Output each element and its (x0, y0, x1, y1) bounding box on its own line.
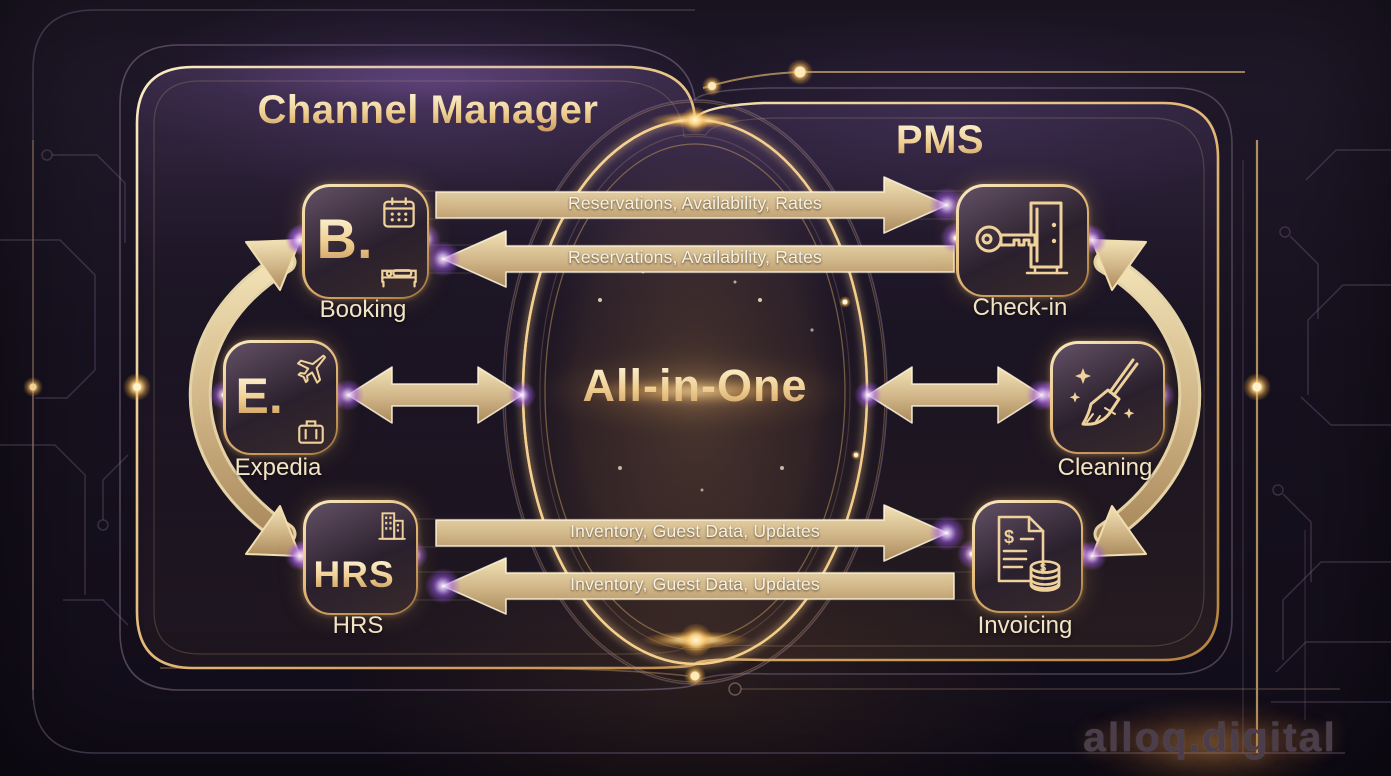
cycle-arrow-right (1091, 239, 1202, 557)
plane-icon (293, 350, 329, 386)
panel-sheen (170, 52, 1190, 668)
circuit-traces-left (0, 149, 129, 700)
arrow-bottom-to-cm (442, 557, 955, 615)
lens-sparkles (598, 270, 814, 492)
circuit-traces-right (1271, 149, 1391, 720)
booking-monogram: B. (316, 206, 373, 270)
checkin-label: Check-in (972, 294, 1068, 321)
bed-icon (379, 257, 419, 289)
arrow-bottom-to-pms (435, 504, 948, 562)
key-door-icon (969, 197, 1073, 281)
cleaning-label: Cleaning (1057, 454, 1153, 481)
invoice-icon: $ $ (987, 511, 1069, 597)
cycle-arrow-left (188, 239, 301, 557)
booking-tile: B. (302, 184, 429, 299)
suitcase-icon (295, 416, 327, 446)
cleaning-tile (1050, 341, 1165, 454)
hrs-monogram: HRS (313, 553, 395, 595)
arrow-top-to-pms (435, 176, 948, 234)
expedia-label: Expedia (234, 454, 322, 481)
arrow-top-to-cm (442, 230, 955, 288)
expedia-monogram: E. (235, 367, 283, 424)
channel-manager-title: Channel Manager (178, 88, 678, 133)
flow-label-top-to-cm: Reservations, Availability, Rates (568, 247, 822, 267)
gold-glow-dots (23, 59, 1271, 687)
outer-frame (32, 9, 1345, 754)
expedia-tile: E. (223, 340, 338, 455)
flow-arrows (347, 176, 1043, 615)
coins-icon: $ (1029, 559, 1060, 592)
invoicing-tile: $ $ (972, 500, 1083, 613)
hrs-tile: HRS (303, 500, 418, 615)
building-icon (374, 509, 408, 541)
invoice-dollar-glyph: $ (1004, 527, 1014, 547)
checkin-tile (956, 184, 1089, 297)
flow-label-bottom-to-cm: Inventory, Guest Data, Updates (570, 574, 820, 594)
calendar-icon (381, 195, 417, 231)
booking-label: Booking (319, 296, 407, 323)
flow-label-bottom-to-pms: Inventory, Guest Data, Updates (570, 521, 820, 541)
watermark: alloq.digital (1083, 714, 1337, 760)
pms-title: PMS (840, 118, 1040, 163)
broom-icon (1063, 352, 1151, 438)
invoicing-label: Invoicing (977, 612, 1073, 639)
coin-dollar-glyph: $ (1040, 562, 1046, 574)
watermark-glow (1080, 700, 1340, 776)
flow-label-top-to-pms: Reservations, Availability, Rates (568, 193, 822, 213)
all-in-one-title: All-in-One (545, 360, 845, 412)
hrs-label: HRS (332, 612, 384, 639)
